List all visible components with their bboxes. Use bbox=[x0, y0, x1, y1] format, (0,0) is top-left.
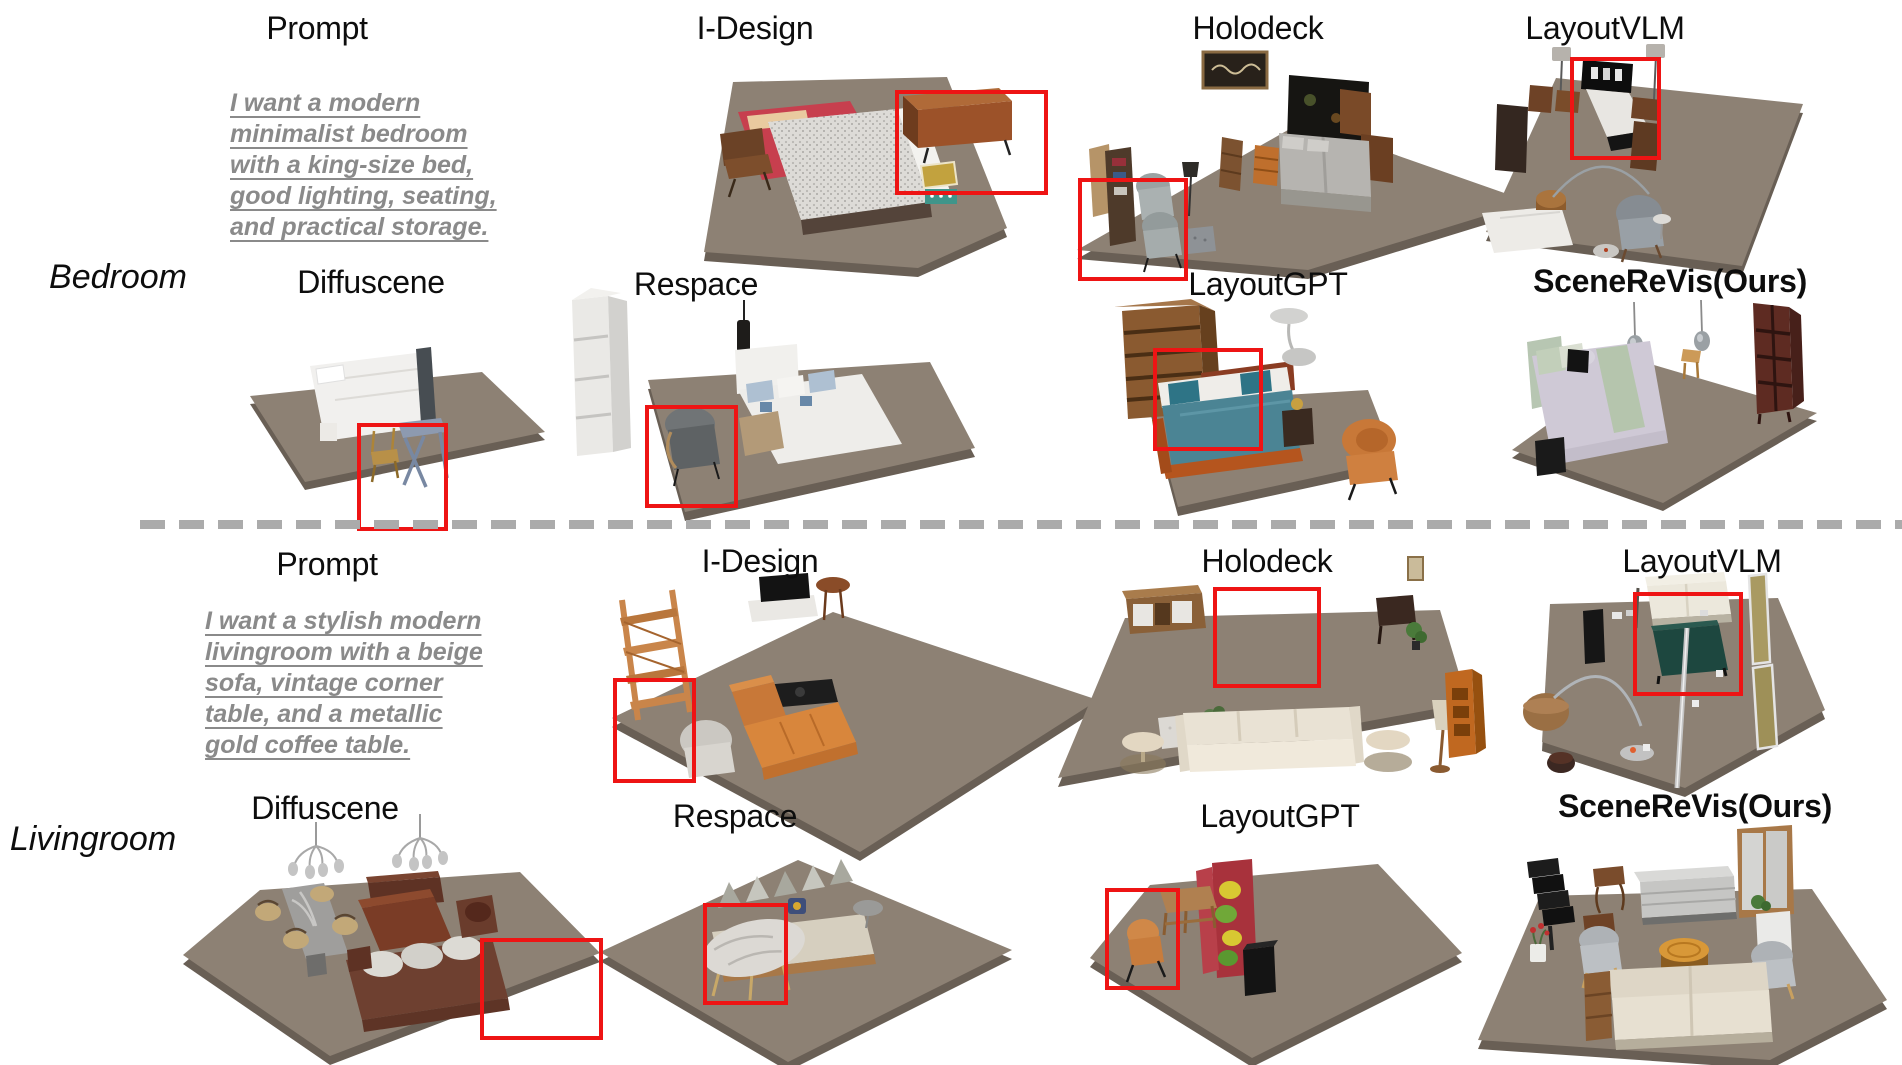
scene-livingroom-holodeck bbox=[1058, 556, 1486, 787]
prompt-line: with a king-size bed, bbox=[230, 151, 474, 179]
highlight-box-livingroom-respace bbox=[703, 903, 788, 1005]
header-livingroom-respace: Respace bbox=[672, 798, 798, 834]
highlight-box-bedroom-layoutvlm bbox=[1570, 57, 1661, 160]
header-livingroom-idesign: I-Design bbox=[701, 543, 819, 579]
highlight-box-livingroom-diffuscene bbox=[480, 938, 603, 1040]
section-divider bbox=[140, 520, 1902, 529]
prompt-line: livingroom with a beige bbox=[205, 638, 483, 666]
highlight-box-livingroom-holodeck bbox=[1213, 587, 1321, 688]
header-livingroom-layoutvlm: LayoutVLM bbox=[1622, 543, 1782, 579]
header-livingroom-layoutgpt: LayoutGPT bbox=[1200, 798, 1360, 834]
highlight-box-livingroom-idesign bbox=[613, 678, 696, 783]
prompt-line: table, and a metallic bbox=[205, 700, 443, 728]
scene-bedroom-scenerevis bbox=[1512, 299, 1817, 511]
header-bedroom-scenerevis: SceneReVis(Ours) bbox=[1533, 263, 1807, 299]
scene-bedroom-layoutvlm bbox=[1482, 44, 1803, 275]
header-livingroom-prompt: Prompt bbox=[276, 546, 378, 582]
header-bedroom-holodeck: Holodeck bbox=[1192, 10, 1324, 46]
scene-livingroom-layoutgpt bbox=[1090, 859, 1462, 1065]
scene-bedroom-respace bbox=[572, 288, 975, 521]
header-bedroom-respace: Respace bbox=[633, 266, 759, 302]
highlight-box-bedroom-respace bbox=[645, 405, 738, 508]
prompt-text-livingroom: I want a stylish modern livingroom with … bbox=[205, 606, 483, 761]
highlight-box-livingroom-layoutgpt bbox=[1105, 888, 1180, 990]
prompt-line: and practical storage. bbox=[230, 213, 489, 241]
header-bedroom-idesign: I-Design bbox=[696, 10, 814, 46]
highlight-box-bedroom-idesign bbox=[895, 90, 1048, 195]
scene-livingroom-layoutvlm bbox=[1523, 572, 1825, 797]
highlight-box-bedroom-layoutgpt bbox=[1153, 348, 1263, 451]
header-bedroom-layoutgpt: LayoutGPT bbox=[1188, 266, 1348, 302]
prompt-line: sofa, vintage corner bbox=[205, 669, 443, 697]
scene-livingroom-scenerevis bbox=[1478, 825, 1887, 1065]
header-livingroom-scenerevis: SceneReVis(Ours) bbox=[1558, 788, 1832, 824]
highlight-box-livingroom-layoutvlm bbox=[1633, 592, 1743, 696]
scene-bedroom-holodeck bbox=[1077, 50, 1530, 279]
scene-livingroom-diffuscene bbox=[183, 814, 600, 1065]
header-livingroom-diffuscene: Diffuscene bbox=[251, 790, 399, 826]
prompt-line: I want a modern bbox=[230, 89, 421, 117]
header-bedroom-layoutvlm: LayoutVLM bbox=[1525, 10, 1685, 46]
header-livingroom-holodeck: Holodeck bbox=[1201, 543, 1333, 579]
scene-livingroom-respace bbox=[600, 859, 1012, 1065]
prompt-line: minimalist bedroom bbox=[230, 120, 468, 148]
prompt-line: gold coffee table. bbox=[205, 731, 411, 759]
prompt-line: I want a stylish modern bbox=[205, 607, 482, 635]
scene-bedroom-idesign bbox=[704, 77, 1012, 277]
row-label-bedroom: Bedroom bbox=[49, 258, 187, 296]
highlight-box-bedroom-holodeck bbox=[1078, 178, 1188, 281]
row-label-livingroom: Livingroom bbox=[9, 820, 177, 858]
scene-bedroom-diffuscene bbox=[250, 347, 545, 490]
prompt-line: good lighting, seating, bbox=[230, 182, 497, 210]
highlight-box-bedroom-diffuscene bbox=[357, 423, 448, 531]
header-bedroom-prompt: Prompt bbox=[266, 10, 368, 46]
header-bedroom-diffuscene: Diffuscene bbox=[297, 264, 445, 300]
prompt-text-bedroom: I want a modern minimalist bedroom with … bbox=[230, 88, 497, 243]
